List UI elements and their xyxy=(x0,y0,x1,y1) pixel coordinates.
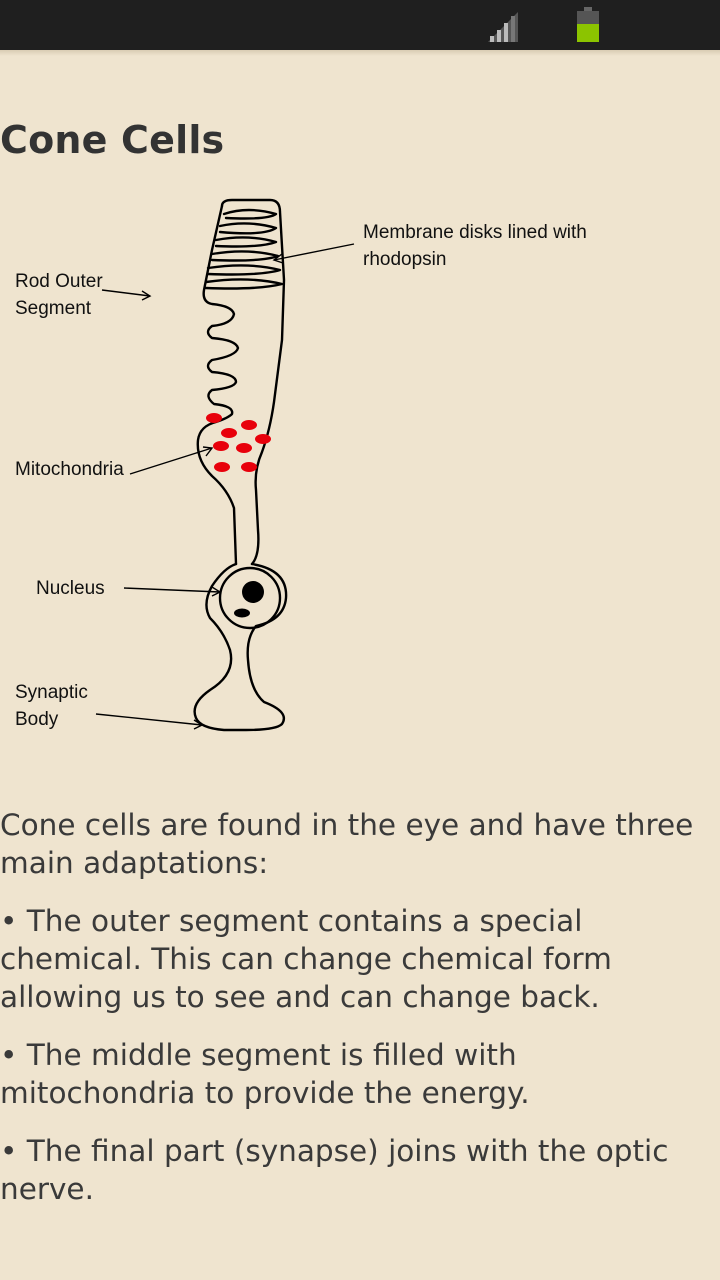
label-nucleus: Nucleus xyxy=(36,578,105,599)
intro-paragraph: Cone cells are found in the eye and have… xyxy=(0,808,694,880)
nucleus-dot xyxy=(242,581,264,603)
nucleolus-dot xyxy=(234,608,250,618)
status-bar xyxy=(0,0,720,50)
cone-cell-outline xyxy=(193,198,288,732)
cone-cell-diagram: Rod Outer Segment Membrane disks lined w… xyxy=(15,198,587,732)
label-outer-segment-line2: Segment xyxy=(15,298,92,319)
bullet-outer-segment: • The outer segment contains a special c… xyxy=(0,904,612,1014)
bullet-final-part: • The final part (synapse) joins with th… xyxy=(0,1134,669,1206)
label-membrane-line2: rhodopsin xyxy=(363,249,446,270)
label-outer-segment-line1: Rod Outer xyxy=(15,271,103,292)
signal-bars-icon xyxy=(488,12,518,42)
label-synaptic-line1: Synaptic xyxy=(15,682,88,703)
label-arrows xyxy=(95,243,355,730)
page-title: Cone Cells xyxy=(0,118,225,162)
label-membrane-line1: Membrane disks lined with xyxy=(363,222,587,243)
label-synaptic-line2: Body xyxy=(15,709,59,730)
status-bar-shadow xyxy=(0,50,720,56)
mitochondria-group xyxy=(206,413,271,472)
label-mitochondria: Mitochondria xyxy=(15,459,124,480)
bullet-middle-segment: • The middle segment is filled with mito… xyxy=(0,1038,530,1110)
content-text: Cone cells are found in the eye and have… xyxy=(0,806,720,1228)
battery-icon xyxy=(577,7,599,42)
